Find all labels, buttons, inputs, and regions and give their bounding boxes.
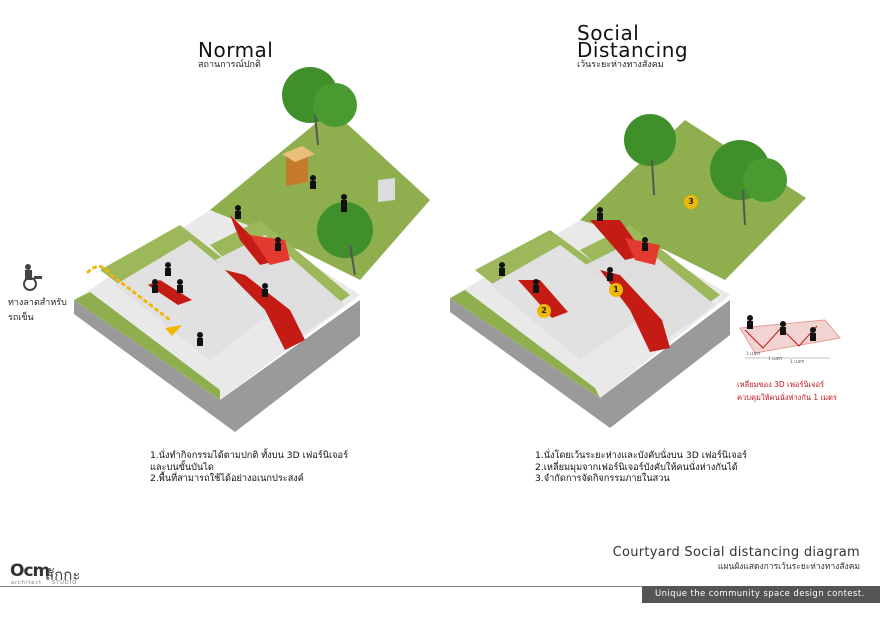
ramp-route-arrowhead [165,325,182,336]
lawn-step-2 [115,240,275,360]
ramp-label-line2: รถเข็น [8,313,34,323]
normal-notes: 1.นั่งทำกิจกรรมได้ตามปกติ ทั้งบน 3D เฟอร… [150,450,348,485]
tree-canopy-3 [743,158,787,202]
wheelchair-ramp-route [86,265,172,322]
normal-note-2: 2.พื้นที่สามารถใช้ได้อย่างอเนกประสงค์ [150,473,304,484]
red-3d-furniture-2 [250,235,290,265]
lawn-step-2 [490,245,650,360]
tagline-bar [642,586,880,603]
red-3d-furniture-2 [625,238,660,265]
marker-1-badge: 1 [609,283,623,297]
ocm-logo: Ocm [10,561,50,581]
normal-note-1: 1.นั่งทำกิจกรรมได้ตามปกติ ทั้งบน 3D เฟอร… [150,450,349,461]
wooden-kiosk [286,152,308,186]
kiosk-roof [282,146,315,162]
red-3d-furniture-4 [148,280,192,305]
detail-distance-label-2: 1 เมตร [768,357,783,362]
tree-canopy-1 [624,114,676,166]
red-3d-furniture-4 [518,280,568,318]
social-distancing-axonometric-diagram [450,114,806,428]
tree-trunk-2 [742,189,746,226]
tree-trunk-1 [314,114,319,146]
wheelchair-icon [23,264,42,291]
detail-distance-label-3: 1 เมตร [790,360,805,365]
marker-2-badge: 2 [537,304,551,318]
tree-trunk-2 [349,244,356,276]
ramp-label-line1: ทางลาดสำหรับ [8,298,67,308]
social-distancing-title-line2: Distancing [577,38,689,62]
people-silhouettes [152,175,347,346]
ocm-logo-subtext: architect [11,580,43,586]
detail-people [747,315,816,341]
ramp-label: ทางลาดสำหรับ รถเข็น [8,296,67,326]
social-distancing-subtitle: เว้นระยะห่างทางสังคม [577,60,664,70]
tree-canopy-3 [317,202,373,258]
diagram-title: Courtyard Social distancing diagram [612,545,860,560]
tree-canopy-2 [313,83,357,127]
red-3d-furniture-3 [225,270,305,350]
footer-divider [0,586,642,587]
furniture-distance-detail [739,315,841,359]
social-note-2: 2.เหลี่ยมมุมจากเฟอร์นิเจอร์บังคับให้คนนั… [535,461,738,473]
normal-title: Normal [198,38,274,62]
people-silhouettes [499,207,648,293]
lower-lawn-edge [74,292,220,400]
social-note-1: 1.นั่งโดยเว้นระยะห่างและบังคับนั่งบน 3D … [535,450,748,461]
social-distancing-title-line1: Social [577,21,640,45]
detail-distance-label-1: 1 เมตร [746,352,761,357]
normal-axonometric-diagram [74,67,430,432]
social-distancing-notes: 1.นั่งโดยเว้นระยะห่างและบังคับนั่งบน 3D … [535,450,747,485]
sakka-logo: สักกะ [45,566,81,584]
distance-note: เหลี่ยมของ 3D เฟอร์นิเจอร์ ควบคุมให้คนนั… [737,378,837,404]
small-kiosk [378,178,395,202]
lawn-step-4 [585,240,715,340]
normal-note-1b: และบนขั้นบันได [150,461,214,473]
diagram-subtitle: แผนผังแสดงการเว้นระยะห่างทางสังคม [717,562,860,572]
normal-subtitle: สถานการณ์ปกติ [198,60,261,70]
lower-lawn-edge [450,290,600,398]
distance-note-line1: เหลี่ยมของ 3D เฟอร์นิเจอร์ [737,380,825,389]
tagline: Unique the community space design contes… [655,589,865,599]
tree-trunk-1 [651,159,655,196]
social-note-3: 3.จำกัดการจัดกิจกรรมภายในสวน [535,473,670,484]
site-base-shadow [74,300,360,432]
site-base-shadow [450,298,730,428]
sakka-logo-subtext: STUDIO [52,580,78,586]
lawn-step-4 [215,235,345,340]
marker-3-badge: 3 [684,195,698,209]
distance-note-line2: ควบคุมให้คนนั่งห่างกัน 1 เมตร [737,393,837,402]
